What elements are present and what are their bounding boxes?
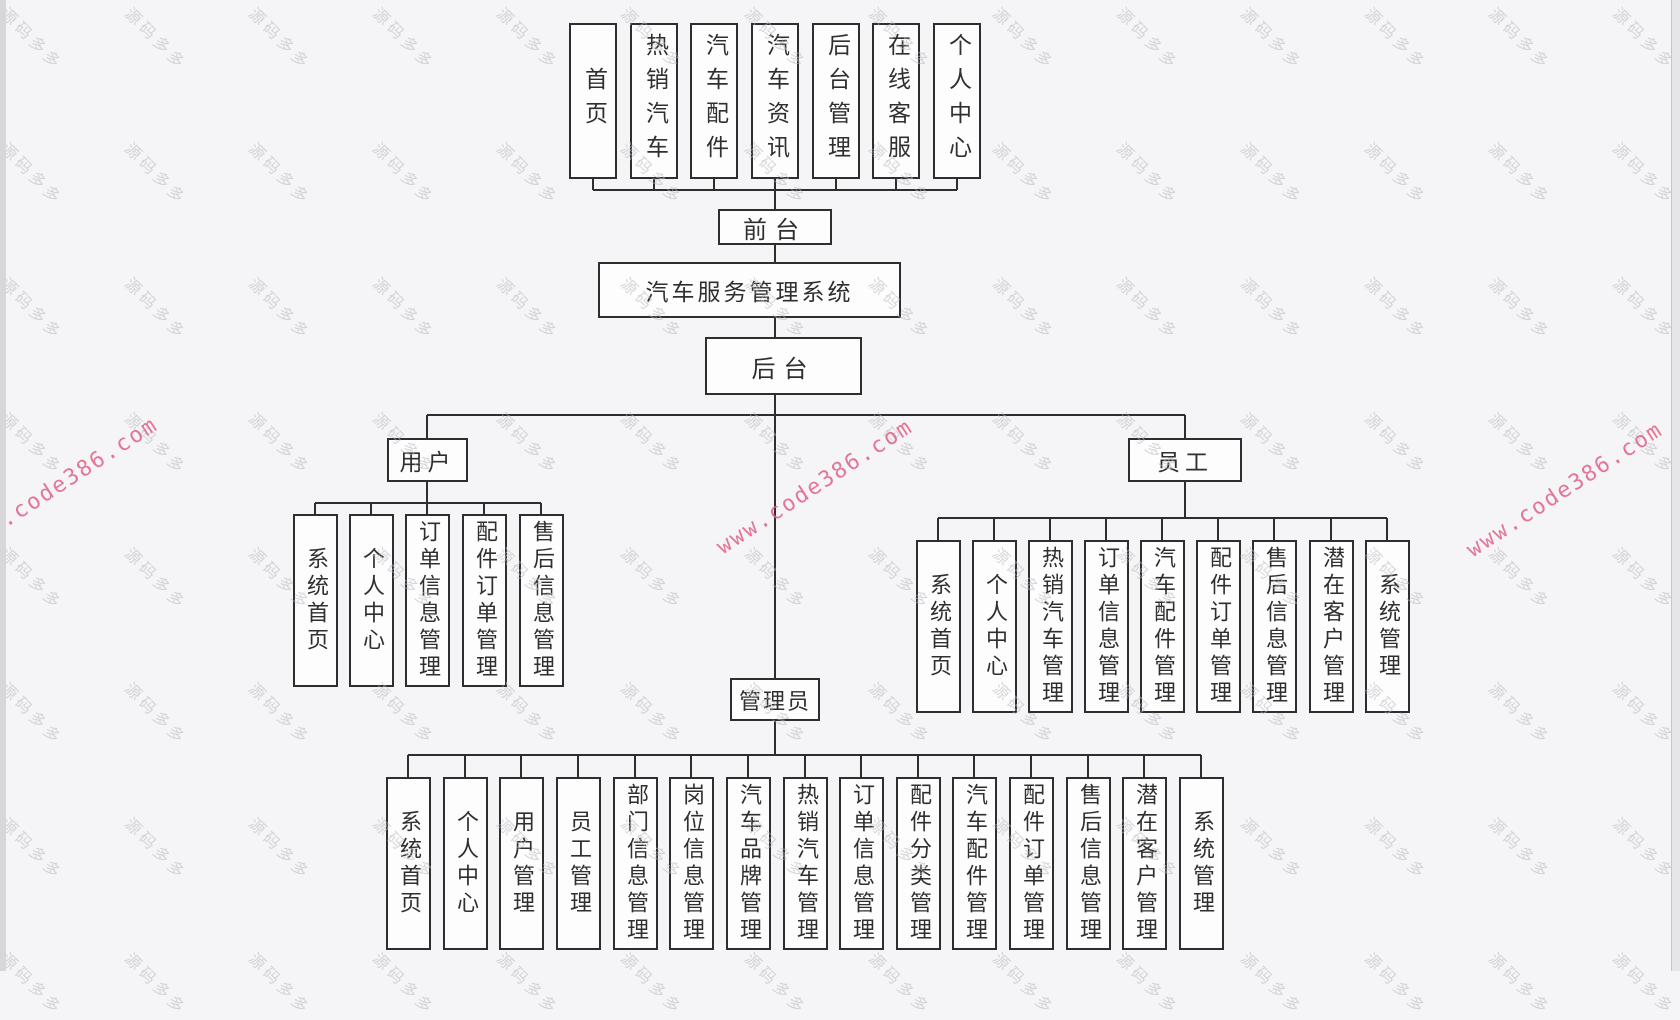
node-admin-item-label: 配件分类管理 <box>906 782 931 945</box>
left-edge-strip <box>0 0 6 971</box>
node-user-item: 个人中心 <box>348 514 394 687</box>
node-staff-item-label: 订单信息管理 <box>1094 545 1119 708</box>
node-admin: 管理员 <box>730 678 820 721</box>
node-staff-item: 售后信息管理 <box>1251 540 1297 713</box>
node-admin-item: 系统首页 <box>385 777 431 950</box>
node-admin-item: 汽车配件管理 <box>951 777 997 950</box>
node-staff-item-label: 潜在客户管理 <box>1319 545 1344 708</box>
node-admin-item: 部门信息管理 <box>612 777 658 950</box>
node-admin-item-label: 个人中心 <box>453 809 478 918</box>
scrollbar[interactable] <box>1671 0 1680 971</box>
node-user-item: 系统首页 <box>292 514 338 687</box>
node-staff-item: 订单信息管理 <box>1083 540 1129 713</box>
node-staff-item: 潜在客户管理 <box>1308 540 1354 713</box>
node-admin-item-label: 售后信息管理 <box>1076 782 1101 945</box>
node-admin-item-label: 系统首页 <box>396 809 421 918</box>
node-admin-item-label: 部门信息管理 <box>623 782 648 945</box>
node-admin-item-label: 用户管理 <box>509 809 534 918</box>
node-front-item: 汽车配件 <box>690 23 738 179</box>
node-admin-item-label: 汽车配件管理 <box>962 782 987 945</box>
node-front-item-label: 汽车配件 <box>701 33 728 169</box>
node-user: 用户 <box>387 438 468 482</box>
node-staff-item: 配件订单管理 <box>1195 540 1241 713</box>
node-staff-item-label: 汽车配件管理 <box>1150 545 1175 708</box>
node-staff-item: 系统首页 <box>915 540 961 713</box>
node-front-item: 个人中心 <box>933 23 981 179</box>
node-staff-item-label: 个人中心 <box>982 572 1007 681</box>
node-user-item: 售后信息管理 <box>518 514 564 687</box>
node-staff-item-label: 售后信息管理 <box>1262 545 1287 708</box>
node-admin-item-label: 潜在客户管理 <box>1132 782 1157 945</box>
node-staff-item: 热销汽车管理 <box>1027 540 1073 713</box>
node-admin-item-label: 岗位信息管理 <box>679 782 704 945</box>
node-admin-item: 配件订单管理 <box>1008 777 1054 950</box>
connector-lines <box>314 179 1388 777</box>
node-admin-item-label: 订单信息管理 <box>849 782 874 945</box>
node-staff-item: 个人中心 <box>971 540 1017 713</box>
node-staff-item: 系统管理 <box>1364 540 1410 713</box>
node-front-item-label: 汽车资讯 <box>762 33 789 169</box>
node-front-item-label: 后台管理 <box>823 33 850 169</box>
node-admin-item: 热销汽车管理 <box>782 777 828 950</box>
node-admin-item-label: 汽车品牌管理 <box>736 782 761 945</box>
node-admin-item: 配件分类管理 <box>895 777 941 950</box>
node-admin-item: 售后信息管理 <box>1065 777 1111 950</box>
node-staff-item-label: 系统管理 <box>1375 572 1400 681</box>
node-user-item-label: 个人中心 <box>359 546 384 655</box>
node-user-item-label: 配件订单管理 <box>472 519 497 682</box>
node-admin-item-label: 系统管理 <box>1189 809 1214 918</box>
node-user-item-label: 系统首页 <box>303 546 328 655</box>
node-user-item: 订单信息管理 <box>404 514 450 687</box>
node-root: 汽车服务管理系统 <box>598 262 901 318</box>
node-user-item: 配件订单管理 <box>461 514 507 687</box>
node-front-item-label: 热销汽车 <box>641 33 668 169</box>
node-admin-item: 汽车品牌管理 <box>725 777 771 950</box>
node-admin-item: 系统管理 <box>1178 777 1224 950</box>
node-admin-item: 用户管理 <box>498 777 544 950</box>
node-staff-item: 汽车配件管理 <box>1139 540 1185 713</box>
node-staff-item-label: 系统首页 <box>926 572 951 681</box>
node-admin-item-label: 员工管理 <box>566 809 591 918</box>
node-back: 后台 <box>705 337 862 395</box>
node-admin-item: 订单信息管理 <box>838 777 884 950</box>
node-front-item: 在线客服 <box>872 23 920 179</box>
node-admin-item-label: 配件订单管理 <box>1019 782 1044 945</box>
node-front-item: 首页 <box>569 23 617 179</box>
node-front: 前台 <box>718 209 832 245</box>
node-admin-item-label: 热销汽车管理 <box>793 782 818 945</box>
node-admin-item: 个人中心 <box>442 777 488 950</box>
node-staff-item-label: 配件订单管理 <box>1206 545 1231 708</box>
node-front-item-label: 在线客服 <box>883 33 910 169</box>
node-admin-item: 员工管理 <box>555 777 601 950</box>
node-user-item-label: 售后信息管理 <box>529 519 554 682</box>
node-front-item-label: 个人中心 <box>944 33 971 169</box>
node-staff-item-label: 热销汽车管理 <box>1038 545 1063 708</box>
node-user-item-label: 订单信息管理 <box>415 519 440 682</box>
node-admin-item: 岗位信息管理 <box>668 777 714 950</box>
node-front-item: 汽车资讯 <box>751 23 799 179</box>
node-admin-item: 潜在客户管理 <box>1121 777 1167 950</box>
node-front-item: 热销汽车 <box>630 23 678 179</box>
node-staff: 员工 <box>1128 438 1242 482</box>
node-front-item-label: 首页 <box>580 67 607 135</box>
node-front-item: 后台管理 <box>812 23 860 179</box>
